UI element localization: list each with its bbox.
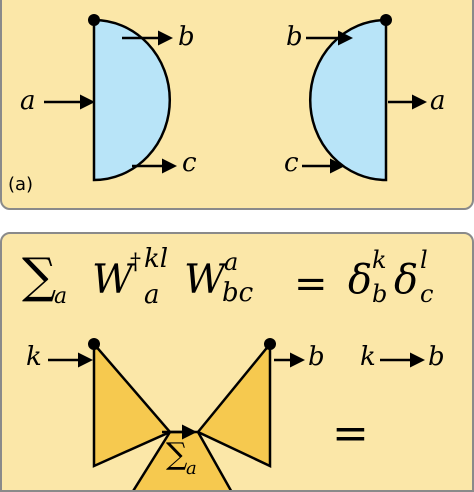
right-in-top-label: b — [286, 22, 303, 52]
w-symbol: W — [184, 257, 226, 303]
diagram-sum-symbol: ∑ — [166, 437, 188, 472]
right-triangle — [196, 340, 272, 468]
left-out-top-label: b — [178, 22, 195, 52]
k-label: k — [26, 342, 42, 372]
left-half-disc — [92, 18, 172, 182]
rhs-b-label: b — [428, 342, 445, 372]
delta-2-superscript: l — [420, 246, 428, 274]
delta-2: δ — [394, 257, 419, 303]
diagram-sum-index: a — [186, 458, 197, 479]
left-out-bottom-label: c — [182, 148, 197, 178]
left-diagram-dot — [88, 338, 100, 350]
right-node-dot — [380, 14, 392, 26]
b-label: b — [308, 342, 325, 372]
delta-2-subscript: c — [420, 280, 434, 308]
bc-subscript: bc — [222, 278, 254, 308]
left-triangle — [92, 340, 173, 468]
delta-1-superscript: k — [372, 246, 387, 274]
right-diagram-dot — [264, 338, 276, 350]
kl-superscript: kl — [144, 244, 169, 274]
panel-a-diagram — [44, 14, 427, 182]
rhs-k-label: k — [360, 342, 376, 372]
dagger-symbol: † — [130, 250, 141, 275]
left-in-label: a — [20, 86, 36, 116]
delta-1: δ — [348, 257, 373, 303]
w-dagger-symbol: W — [92, 257, 134, 303]
right-in-bottom-label: c — [284, 148, 299, 178]
sum-symbol: ∑ — [22, 248, 57, 304]
delta-1-subscript: b — [372, 280, 388, 308]
panel-b: ∑ a W † kl a W a bc = δ k b δ l c k b ∑ … — [0, 232, 474, 492]
right-out-label: a — [430, 86, 446, 116]
diagram-equals: = — [332, 408, 369, 459]
a-superscript: a — [224, 248, 239, 276]
sum-index: a — [54, 284, 68, 309]
equals-sign: = — [294, 261, 328, 307]
a-subscript: a — [144, 280, 160, 310]
left-node-dot — [88, 14, 100, 26]
panel-b-diagram — [48, 338, 425, 490]
panel-tag: (a) — [8, 174, 34, 195]
right-half-disc — [308, 18, 388, 182]
panel-a: a b c b c a (a) — [0, 0, 474, 210]
